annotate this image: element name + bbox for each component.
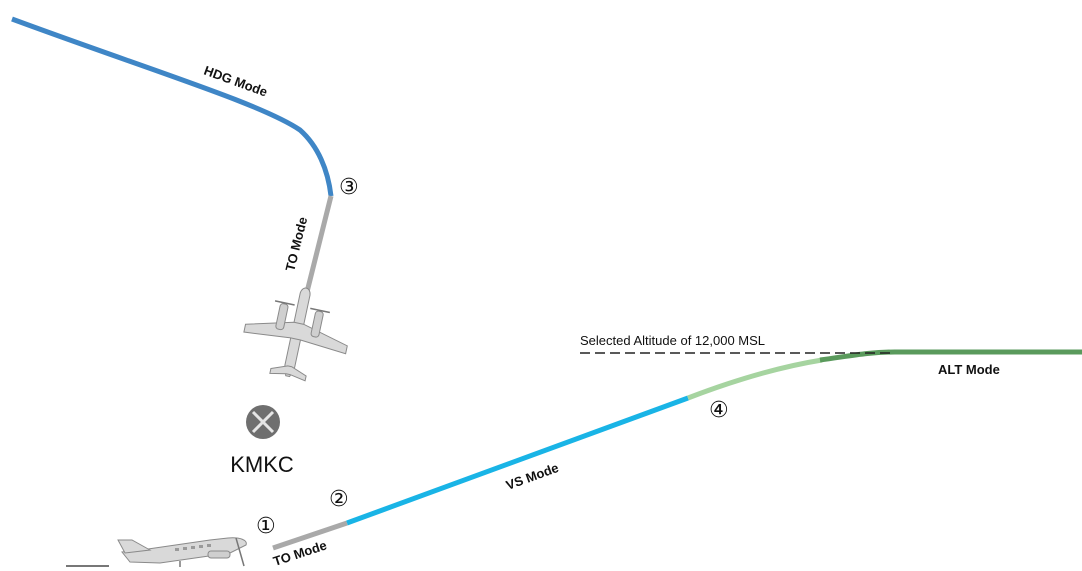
step-4-marker: ④ <box>709 398 729 423</box>
aircraft-side-view-icon <box>117 537 247 567</box>
aircraft-top-view-icon <box>243 287 348 382</box>
step-1-marker: ① <box>256 514 276 539</box>
airport-label: KMKC <box>230 452 294 477</box>
step-2-marker: ② <box>329 487 349 512</box>
to-mode-track-profile <box>272 520 348 551</box>
airport-marker-icon <box>246 405 280 439</box>
step-3-marker: ③ <box>339 175 359 200</box>
selected-altitude-label: Selected Altitude of 12,000 MSL <box>580 333 765 348</box>
vs-mode-track <box>346 395 689 526</box>
to-mode-label-profile: TO Mode <box>271 537 328 568</box>
to-mode-label-plan: TO Mode <box>282 215 310 272</box>
alt-mode-label: ALT Mode <box>938 362 1000 377</box>
alt-mode-track <box>819 349 1082 363</box>
hdg-mode-track <box>11 16 334 197</box>
hdg-mode-label: HDG Mode <box>202 63 270 100</box>
alt-capture-track <box>687 357 823 401</box>
to-mode-track-plan <box>304 195 334 293</box>
